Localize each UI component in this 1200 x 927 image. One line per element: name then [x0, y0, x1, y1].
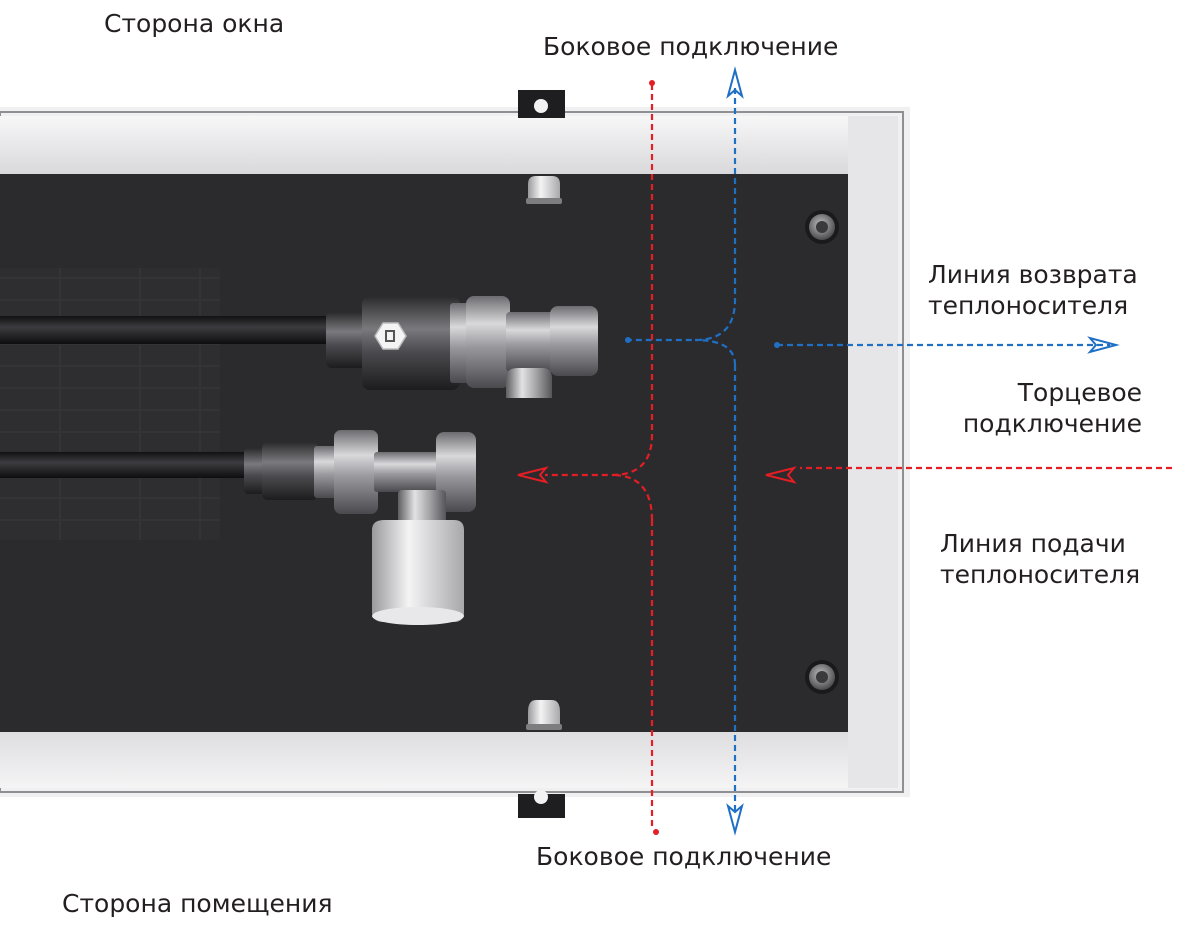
end-connection-label-2: подключение [962, 409, 1142, 438]
supply-arrow-left [517, 466, 549, 484]
return-line-label-2: теплоносителя [928, 291, 1129, 320]
supply-thermostatic-valve [244, 430, 476, 625]
return-arrow-bottom [726, 803, 744, 836]
room-side-label: Сторона помещения [62, 889, 333, 918]
return-pipe [0, 316, 335, 344]
fixing-screw-bottom [805, 660, 839, 694]
end-connection-label-1: Торцевое [1017, 378, 1142, 407]
drain-cap-top [526, 176, 562, 204]
window-side-label: Сторона окна [104, 9, 285, 38]
return-arrow-right [1087, 336, 1120, 354]
return-flow-lines [628, 88, 1110, 812]
end-connection-label: Торцевое подключение [963, 377, 1142, 439]
return-line-label-1: Линия возврата [928, 260, 1138, 289]
fixing-screw-top [805, 210, 839, 244]
supply-line-label: Линия подачи теплоносителя [940, 528, 1140, 590]
drain-cap-bottom [526, 700, 562, 730]
return-shutoff-valve [326, 296, 598, 398]
return-arrow-top [726, 66, 744, 99]
supply-arrow-inlet [765, 466, 797, 484]
side-connection-bottom-label: Боковое подключение [536, 842, 832, 871]
heat-exchanger [0, 268, 220, 540]
supply-line-label-2: теплоносителя [940, 560, 1141, 589]
mounting-bracket-bottom [518, 790, 565, 818]
supply-flow-lines [545, 84, 1172, 830]
return-line-label: Линия возврата теплоносителя [928, 259, 1138, 321]
side-connection-top-label: Боковое подключение [543, 32, 839, 61]
mounting-bracket-top [518, 90, 565, 118]
hex-nut-icon [374, 322, 407, 350]
supply-pipe [0, 452, 250, 478]
supply-line-label-1: Линия подачи [940, 529, 1126, 558]
